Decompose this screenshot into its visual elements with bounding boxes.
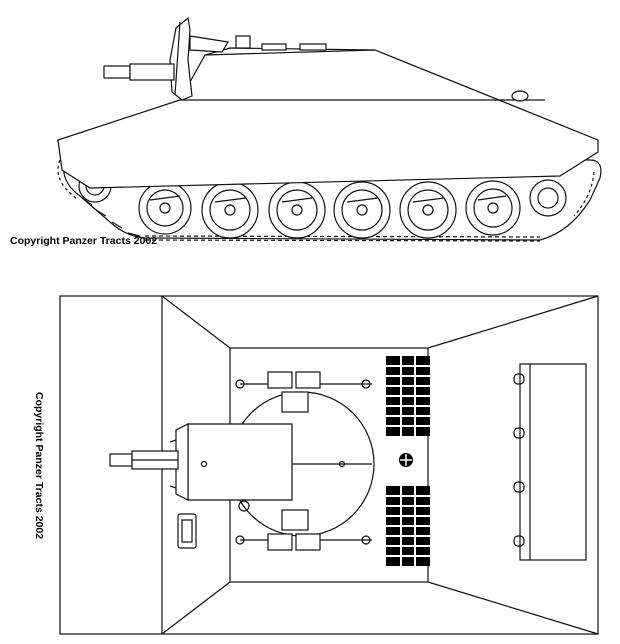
filler-cap — [399, 453, 413, 467]
road-wheels — [78, 169, 567, 239]
top-view: Copyright Panzer Tracts 2002 — [33, 295, 599, 635]
rear-stowage — [513, 363, 587, 561]
main-gun — [103, 35, 229, 81]
vision-block — [177, 513, 197, 549]
gun-barrel-top — [109, 450, 179, 470]
hull-side — [57, 47, 599, 189]
roof-cupola — [235, 35, 251, 49]
side-view: Copyright Panzer Tracts 2002 — [10, 16, 602, 247]
lower-hatch — [235, 500, 372, 551]
track-links — [57, 159, 595, 242]
engine-grille-lower — [386, 486, 430, 566]
engine-grille-upper — [386, 356, 430, 436]
copyright-side: Copyright Panzer Tracts 2002 — [33, 392, 45, 539]
gun-mantlet — [169, 16, 193, 101]
copyright-top: Copyright Panzer Tracts 2002 — [10, 235, 157, 247]
suspension-arms — [149, 195, 507, 203]
upper-hatch — [235, 371, 372, 413]
